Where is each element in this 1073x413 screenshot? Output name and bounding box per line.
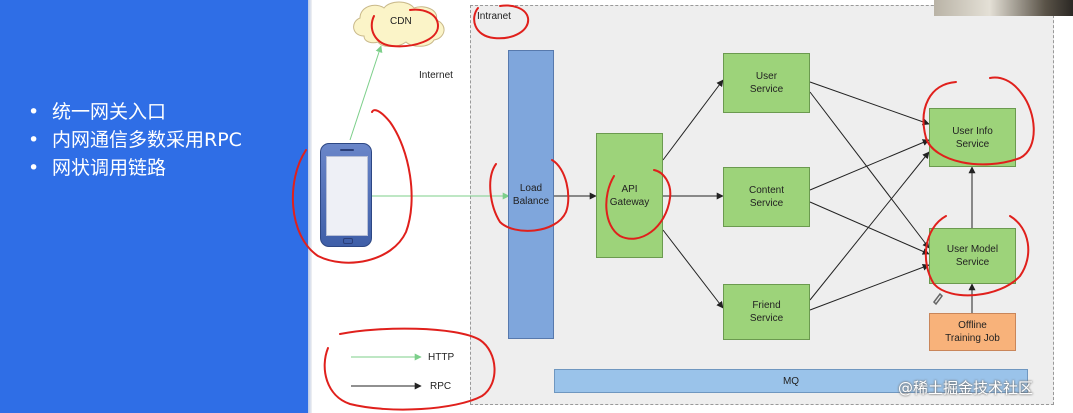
arrow-gateway-to-friend: [662, 229, 724, 309]
cdn-label: CDN: [390, 16, 412, 27]
annotation-pen-mark: [933, 292, 943, 306]
annotation-curve-legend: [323, 327, 496, 411]
arrow-friend-to-userinfo: [809, 151, 930, 301]
annotation-circle-phone: [291, 109, 413, 264]
arrow-user-to-usermodel: [809, 91, 930, 249]
bullet-unified-gateway: 统一网关入口: [26, 98, 242, 126]
legend-rpc-label: RPC: [430, 381, 452, 392]
intranet-label: Intranet: [477, 11, 511, 22]
phone-home-button: [343, 238, 353, 244]
webcam-overlay-strip: [934, 0, 1073, 16]
arrow-phone-to-cdn: [349, 45, 383, 141]
user-service-node: User Service: [723, 53, 810, 113]
annotation-circle-user-info: [922, 76, 1035, 166]
annotation-circle-user-model: [924, 215, 1030, 297]
bullet-list: 统一网关入口 内网通信多数采用RPC 网状调用链路: [26, 98, 242, 182]
load-balance-node: Load Balance: [508, 50, 554, 339]
offline-training-job-node: Offline Training Job: [929, 313, 1016, 351]
annotation-curve-gateway: [605, 169, 672, 240]
slide-left-panel: 统一网关入口 内网通信多数采用RPC 网状调用链路: [0, 0, 312, 413]
legend-http-label: HTTP: [428, 352, 455, 363]
friend-service-node: Friend Service: [723, 284, 810, 340]
user-model-service-node: User Model Service: [929, 228, 1016, 284]
bullet-mesh-call-chain: 网状调用链路: [26, 154, 242, 182]
phone-screen: [326, 156, 368, 236]
annotation-curve-load-balance: [489, 159, 570, 232]
mq-bar: MQ: [554, 369, 1028, 393]
arrow-gateway-to-user: [662, 79, 724, 161]
arrow-friend-to-usermodel: [809, 263, 930, 311]
arrow-content-to-userinfo: [809, 139, 930, 191]
arrow-user-to-userinfo: [809, 81, 930, 126]
mobile-phone-icon: [320, 143, 372, 247]
bullet-intranet-rpc: 内网通信多数采用RPC: [26, 126, 242, 154]
site-watermark: @稀土掘金技术社区: [898, 379, 1034, 397]
arrow-content-to-usermodel: [809, 201, 930, 255]
phone-speaker: [340, 149, 354, 151]
internet-label: Internet: [419, 70, 453, 81]
content-service-node: Content Service: [723, 167, 810, 227]
annotation-circle-cdn: [370, 8, 440, 48]
annotation-circle-intranet: [473, 4, 530, 40]
user-info-service-node: User Info Service: [929, 108, 1016, 167]
